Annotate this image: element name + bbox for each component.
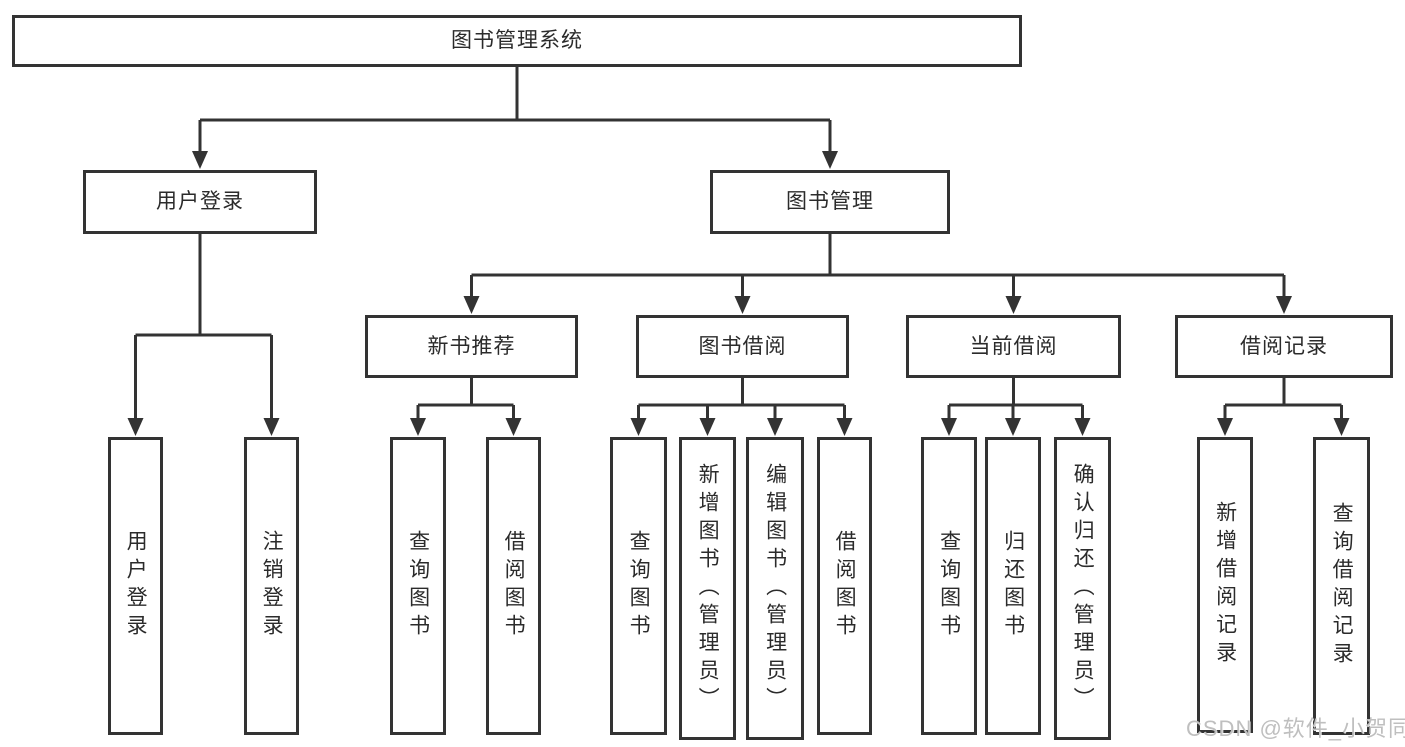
leaf-borrow-books-recommend: 借阅图书 bbox=[486, 437, 541, 735]
leaf-return-books: 归还图书 bbox=[985, 437, 1041, 735]
leaf-query-books-current: 查询图书 bbox=[921, 437, 977, 735]
node-book-management: 图书管理 bbox=[710, 170, 950, 234]
leaf-user-login: 用户登录 bbox=[108, 437, 163, 735]
leaf-query-books-recommend: 查询图书 bbox=[390, 437, 446, 735]
leaf-add-borrow-record: 新增借阅记录 bbox=[1197, 437, 1253, 733]
node-borrowing-records: 借阅记录 bbox=[1175, 315, 1393, 378]
leaf-edit-books-admin: 编辑图书（管理员） bbox=[746, 437, 804, 740]
node-new-book-recommend: 新书推荐 bbox=[365, 315, 578, 378]
node-user-login: 用户登录 bbox=[83, 170, 317, 234]
leaf-query-borrow-record: 查询借阅记录 bbox=[1313, 437, 1370, 735]
node-library-system-root: 图书管理系统 bbox=[12, 15, 1022, 67]
leaf-borrow-books: 借阅图书 bbox=[817, 437, 872, 735]
node-book-borrowing: 图书借阅 bbox=[636, 315, 849, 378]
leaf-logout: 注销登录 bbox=[244, 437, 299, 735]
csdn-watermark: CSDN @软件_小贺同学 bbox=[1186, 716, 1405, 741]
leaf-add-books-admin: 新增图书（管理员） bbox=[679, 437, 736, 740]
arrowhead-icons bbox=[127, 151, 1350, 436]
leaf-query-books-borrow: 查询图书 bbox=[610, 437, 667, 735]
leaf-confirm-return-admin: 确认归还（管理员） bbox=[1054, 437, 1111, 740]
node-current-borrowing: 当前借阅 bbox=[906, 315, 1121, 378]
